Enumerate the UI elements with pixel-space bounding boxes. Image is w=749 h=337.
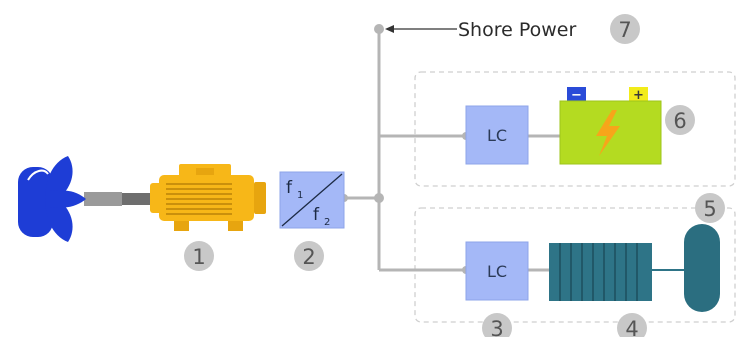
badge-3-number: 3 [490,317,503,337]
shore-power-connection: Shore Power 7 [385,14,640,44]
badge-1: 1 [184,241,214,271]
converter-f1-sub: 1 [297,190,303,201]
main-junction-dot [374,193,384,203]
fuel-cell-branch-group [414,207,736,323]
lightning-bolt-icon [596,110,620,156]
battery-negative-sign: − [571,88,582,103]
converter-f2: f [313,205,320,225]
shore-power-arrowhead [385,25,394,33]
lc-top-box [465,105,529,165]
shore-junction-dot [374,24,384,34]
lc-top-label: LC [487,126,507,145]
converter-f1: f [286,178,293,198]
battery-icon: − + [559,87,662,165]
badge-4: 4 [617,313,647,337]
frequency-converter: f 1 f 2 [279,171,345,229]
shore-power-label: Shore Power [458,19,576,41]
battery-branch-group [414,71,736,187]
badge-5-number: 5 [703,197,716,221]
propeller-icon [18,156,150,242]
badge-4-number: 4 [625,317,638,337]
lc-filter-top: LC [465,105,529,165]
badge-7 [610,14,640,44]
lc-bottom-box [465,241,529,301]
badge-2-number: 2 [302,245,315,269]
converter-f2-sub: 2 [324,217,330,228]
badge-2: 2 [294,241,324,271]
lc-filter-bottom: LC [465,241,529,301]
badge-3: 3 [482,313,512,337]
badge-7-number: 7 [618,18,631,42]
badge-1-number: 1 [192,245,205,269]
badge-6-number: 6 [673,109,686,133]
lc-bottom-label: LC [487,262,507,281]
battery-negative-terminal [567,87,586,102]
fuel-cell-stack-icon [549,243,652,301]
hydrogen-tank-icon [684,224,720,312]
wiring [344,29,560,272]
battery-positive-sign: + [633,88,644,103]
electric-motor-icon [150,164,266,231]
badge-5: 5 [695,193,725,223]
converter-diagonal [281,173,343,227]
battery-positive-terminal [629,87,648,102]
fuel-cell-body [549,243,652,301]
badge-6: 6 [665,105,695,135]
